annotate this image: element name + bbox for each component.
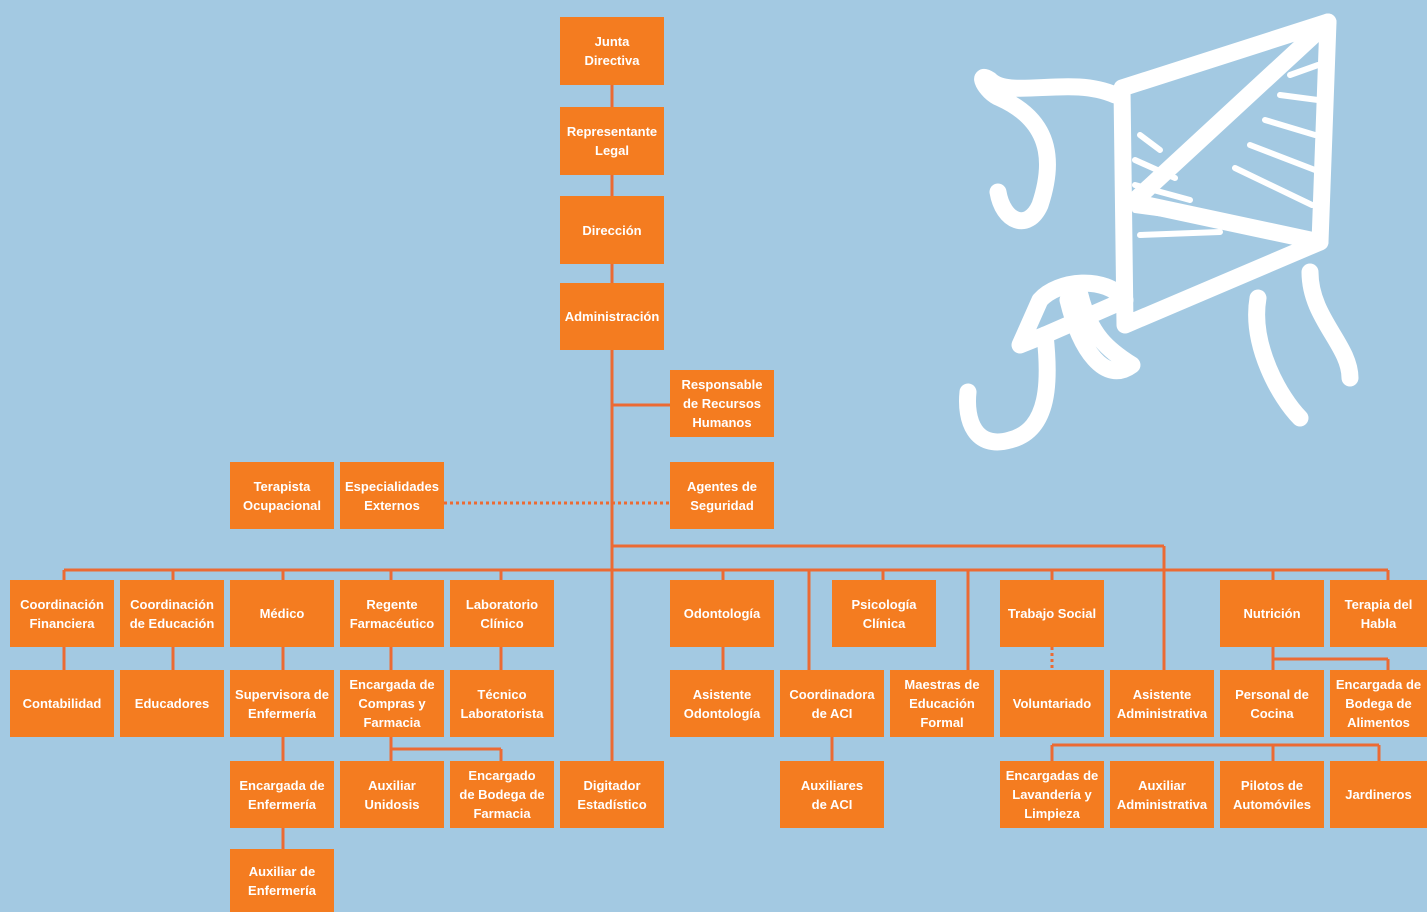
node-direccion: Dirección — [560, 196, 664, 264]
node-contabilidad: Contabilidad — [10, 670, 114, 737]
node-encargada-compras-farmacia: Encargada de Compras y Farmacia — [340, 670, 444, 737]
node-responsable-rrhh: Responsable de Recursos Humanos — [670, 370, 774, 437]
node-asistente-odontologia: Asistente Odontología — [670, 670, 774, 737]
node-administracion: Administración — [560, 283, 664, 350]
node-asistente-administrativa: Asistente Administrativa — [1110, 670, 1214, 737]
node-supervisora-enfermeria: Supervisora de Enfermería — [230, 670, 334, 737]
node-coordinacion-educacion: Coordinación de Educación — [120, 580, 224, 647]
node-coordinacion-financiera: Coordinación Financiera — [10, 580, 114, 647]
node-auxiliar-unidosis: Auxiliar Unidosis — [340, 761, 444, 828]
node-trabajo-social: Trabajo Social — [1000, 580, 1104, 647]
node-personal-cocina: Personal de Cocina — [1220, 670, 1324, 737]
node-agentes-seguridad: Agentes de Seguridad — [670, 462, 774, 529]
node-nutricion: Nutrición — [1220, 580, 1324, 647]
node-encargada-enfermeria: Encargada de Enfermería — [230, 761, 334, 828]
node-laboratorio-clinico: Laboratorio Clínico — [450, 580, 554, 647]
node-representante-legal: Representante Legal — [560, 107, 664, 175]
node-terapia-habla: Terapia del Habla — [1330, 580, 1427, 647]
node-jardineros: Jardineros — [1330, 761, 1427, 828]
node-encargada-bodega-alimentos: Encargada de Bodega de Alimentos — [1330, 670, 1427, 737]
node-encargado-bodega-farmacia: Encargado de Bodega de Farmacia — [450, 761, 554, 828]
node-educadores: Educadores — [120, 670, 224, 737]
node-auxiliar-administrativa: Auxiliar Administrativa — [1110, 761, 1214, 828]
node-terapista-ocupacional: Terapista Ocupacional — [230, 462, 334, 529]
node-pilotos-automoviles: Pilotos de Automóviles — [1220, 761, 1324, 828]
node-encargadas-lavanderia: Encargadas de Lavandería y Limpieza — [1000, 761, 1104, 828]
node-especialidades-externos: Especialidades Externos — [340, 462, 444, 529]
node-medico: Médico — [230, 580, 334, 647]
node-digitador-estadistico: Digitador Estadístico — [560, 761, 664, 828]
node-coordinadora-aci: Coordinadora de ACI — [780, 670, 884, 737]
node-odontologia: Odontología — [670, 580, 774, 647]
node-auxiliar-enfermeria: Auxiliar de Enfermería — [230, 849, 334, 912]
node-voluntariado: Voluntariado — [1000, 670, 1104, 737]
node-junta-directiva: Junta Directiva — [560, 17, 664, 85]
node-maestras-educacion-formal: Maestras de Educación Formal — [890, 670, 994, 737]
node-tecnico-laboratorista: Técnico Laboratorista — [450, 670, 554, 737]
node-psicologia-clinica: Psicología Clínica — [832, 580, 936, 647]
node-regente-farmaceutico: Regente Farmacéutico — [340, 580, 444, 647]
node-auxiliares-aci: Auxiliares de ACI — [780, 761, 884, 828]
